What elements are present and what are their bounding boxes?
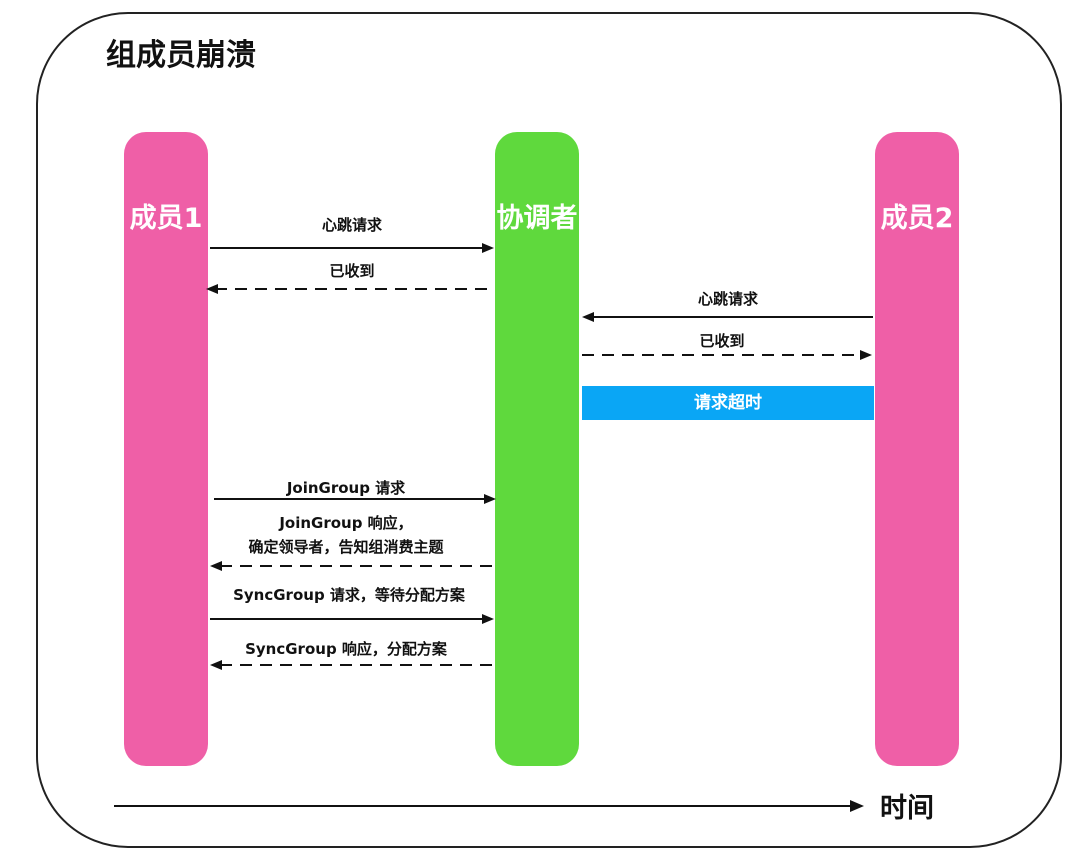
arrow-syncgroup-request <box>210 614 494 624</box>
label-syncgroup-response: SyncGroup 响应，分配方案 <box>245 640 447 658</box>
arrow-joingroup-request <box>214 494 496 504</box>
lane-coordinator-label: 协调者 <box>496 203 578 234</box>
arrow-time-axis <box>114 800 864 812</box>
arrow-m1-ack <box>206 284 487 294</box>
label-m2-ack: 已收到 <box>699 332 745 350</box>
label-m2-heartbeat: 心跳请求 <box>697 290 758 308</box>
label-syncgroup-request: SyncGroup 请求，等待分配方案 <box>233 586 465 604</box>
lane-member-1: 成员1 <box>124 132 208 766</box>
arrow-syncgroup-response <box>210 660 492 670</box>
arrow-m2-ack <box>582 350 872 360</box>
label-joingroup-request: JoinGroup 请求 <box>286 479 406 497</box>
timeout-band: 请求超时 <box>582 386 874 420</box>
lane-member-2: 成员2 <box>875 132 959 766</box>
lane-member-1-label: 成员1 <box>129 203 203 234</box>
lane-member-2-label: 成员2 <box>880 203 954 234</box>
label-m1-heartbeat: 心跳请求 <box>321 216 382 234</box>
arrow-m2-heartbeat <box>582 312 873 322</box>
label-joingroup-response-line2: 确定领导者，告知组消费主题 <box>248 538 444 556</box>
diagram-title: 组成员崩溃 <box>106 38 256 73</box>
diagram-frame <box>36 12 1062 848</box>
arrow-joingroup-response <box>210 561 492 571</box>
arrow-m1-heartbeat <box>210 243 494 253</box>
time-axis-label: 时间 <box>880 793 934 824</box>
label-m1-ack: 已收到 <box>329 262 375 280</box>
label-joingroup-response-line1: JoinGroup 响应， <box>279 514 413 532</box>
lane-coordinator: 协调者 <box>495 132 579 766</box>
